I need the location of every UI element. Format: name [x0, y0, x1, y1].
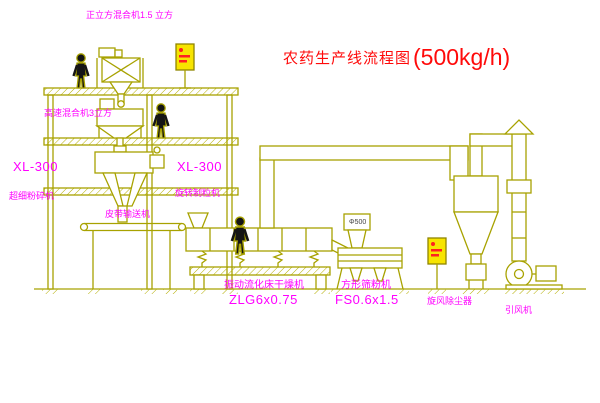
- rotary-granulator: [94, 145, 165, 223]
- pulverizer-name-label: 超细粉碎机: [9, 191, 55, 201]
- control-cabinet-lower: [427, 237, 447, 294]
- cubic-mixer-label: 正立方混合机1.5 立方: [86, 10, 174, 20]
- dryer-name-label: 振动流化床干燥机: [224, 280, 304, 291]
- worker-figure-top-platform: [72, 52, 90, 90]
- square-sifter-unit: [331, 213, 409, 294]
- high-speed-mixer-label: 高速混合机3立方: [44, 108, 113, 118]
- cubic-mixer: [96, 47, 144, 104]
- control-cabinet-upper: [175, 43, 195, 89]
- diagram-title-text: 农药生产线流程图: [283, 50, 412, 67]
- diagram-title-capacity: (500kg/h): [413, 44, 511, 70]
- dryer-model-label: ZLG6x0.75: [229, 292, 298, 307]
- belt-conveyor: [79, 222, 187, 294]
- high-speed-mixer: [94, 98, 146, 152]
- pulverizer-model-label: XL-300: [13, 159, 58, 174]
- sifter-model-label: FS0.6x1.5: [335, 292, 399, 307]
- belt-conveyor-label: 皮带输送机: [105, 209, 151, 219]
- sifter-feed-size-label: Φ500: [349, 219, 367, 226]
- granulator-model-label: XL-300: [177, 159, 222, 174]
- diagram-title: 农药生产线流程图 (500kg/h): [283, 44, 510, 71]
- sifter-name-label: 方形筛粉机: [341, 280, 391, 291]
- dryer-feed-hopper: [187, 212, 209, 229]
- fan-label: 引风机: [505, 305, 533, 315]
- cyclone-label: 旋风除尘器: [427, 296, 473, 306]
- scaffold-structure: [42, 87, 239, 294]
- exhaust-stack: [469, 119, 535, 262]
- granulator-name-label: 旋转制粒机: [175, 188, 221, 198]
- exhaust-duct: [259, 145, 469, 229]
- worker-figure-mid-platform: [152, 102, 170, 140]
- cyclone-separator: [453, 133, 499, 294]
- induced-draft-fan-unit: [504, 260, 564, 294]
